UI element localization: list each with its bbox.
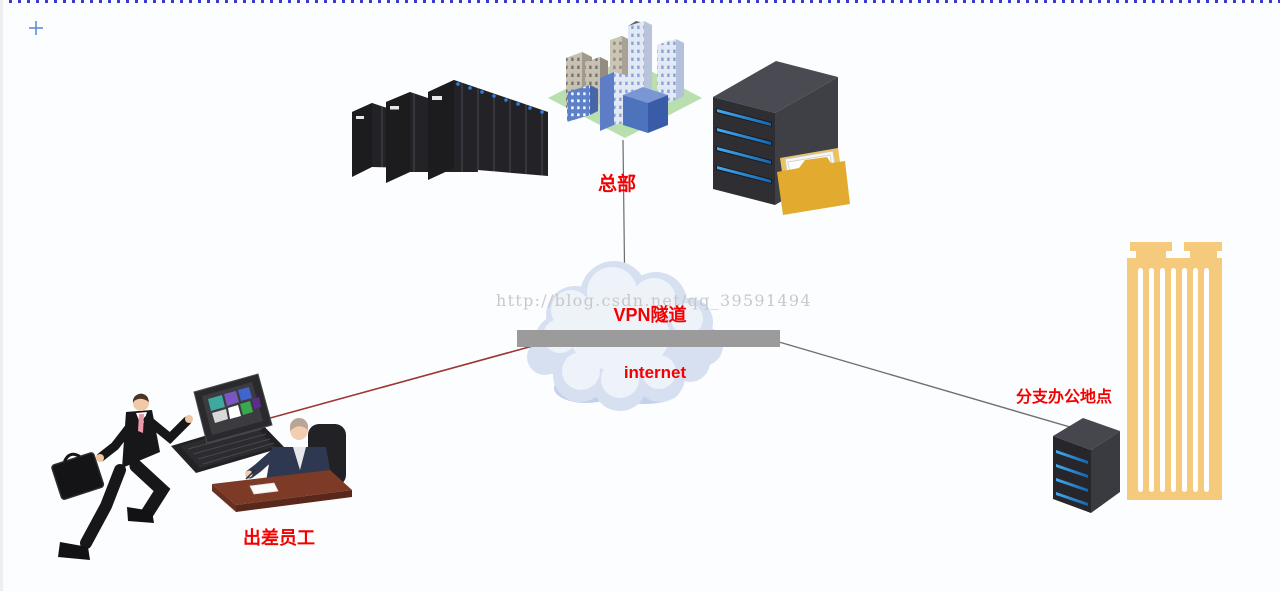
desk-worker-icon (212, 417, 352, 512)
vpn-tunnel-label: VPN隧道 (613, 305, 687, 325)
briefcase-icon (51, 452, 105, 500)
running-businessman-icon (51, 393, 193, 560)
server-tower-folder-icon (713, 61, 850, 215)
city-buildings-icon (548, 21, 702, 138)
traveling-employee-label: 出差员工 (243, 528, 315, 548)
watermark-url: http://blog.csdn.net/qq_39591494 (496, 291, 812, 310)
selection-dotted-border (0, 0, 1280, 3)
laptop-icon (171, 373, 284, 473)
internet-label: internet (623, 363, 687, 382)
server-tower-icon (1053, 418, 1120, 513)
tunnel-bar (517, 330, 780, 347)
link-cloud-branch (778, 341, 1095, 435)
folder-icon (777, 148, 850, 215)
headquarters-label: 总部 (597, 174, 637, 195)
server-racks-icon (352, 80, 548, 183)
branch-office-label: 分支办公地点 (1015, 389, 1113, 406)
page-edge (0, 0, 3, 591)
link-cloud-laptop (262, 343, 541, 421)
office-building-icon (1127, 242, 1222, 500)
plus-crosshair-icon (29, 21, 43, 35)
